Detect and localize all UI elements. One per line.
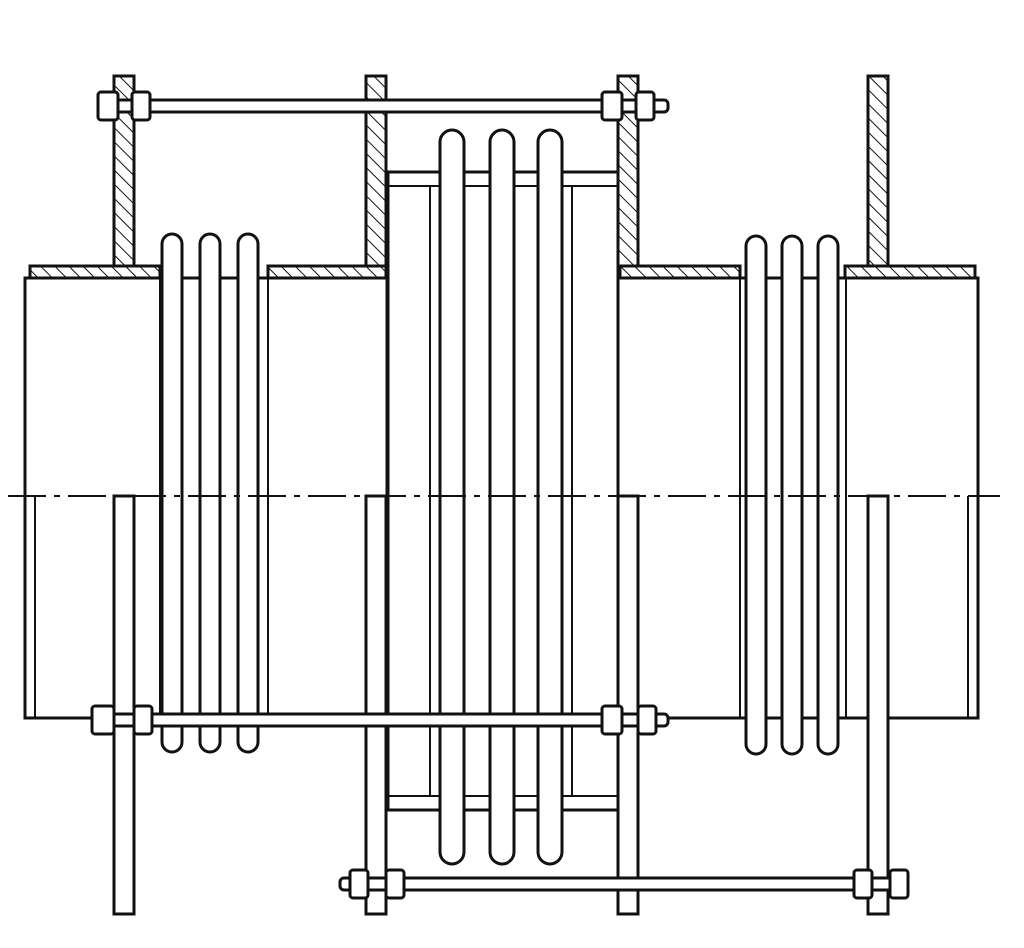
tie-rod-middle — [90, 704, 670, 736]
flange-center-right — [616, 74, 640, 916]
tie-rod-bottom — [338, 868, 910, 900]
flange-center-left — [364, 74, 388, 916]
flange-right — [866, 74, 890, 916]
flange-left — [112, 74, 136, 916]
tie-rod-top — [96, 90, 670, 122]
bellows-left — [159, 232, 269, 754]
